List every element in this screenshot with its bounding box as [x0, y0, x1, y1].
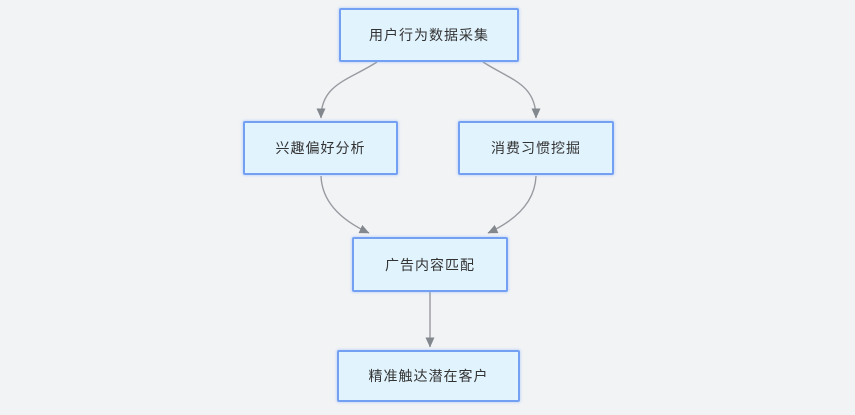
flow-node-consume[interactable]: 消费习惯挖掘 [458, 121, 614, 175]
flow-node-match[interactable]: 广告内容匹配 [352, 237, 508, 292]
edge-interest-to-match [320, 175, 370, 234]
flow-node-interest[interactable]: 兴趣偏好分析 [243, 121, 398, 175]
edge-consume-to-match [487, 175, 537, 234]
flow-node-reach-label: 精准触达潜在客户 [368, 368, 489, 384]
flow-node-match-label: 广告内容匹配 [385, 256, 475, 273]
flow-node-collect[interactable]: 用户行为数据采集 [339, 8, 519, 62]
edge-collect-to-interest [316, 61, 378, 119]
edge-collect-to-consume [482, 61, 541, 119]
flow-node-consume-label: 消费习惯挖掘 [491, 140, 581, 156]
flow-node-interest-label: 兴趣偏好分析 [275, 140, 366, 156]
flow-node-reach[interactable]: 精准触达潜在客户 [337, 350, 520, 402]
flow-node-collect-label: 用户行为数据采集 [369, 27, 489, 43]
